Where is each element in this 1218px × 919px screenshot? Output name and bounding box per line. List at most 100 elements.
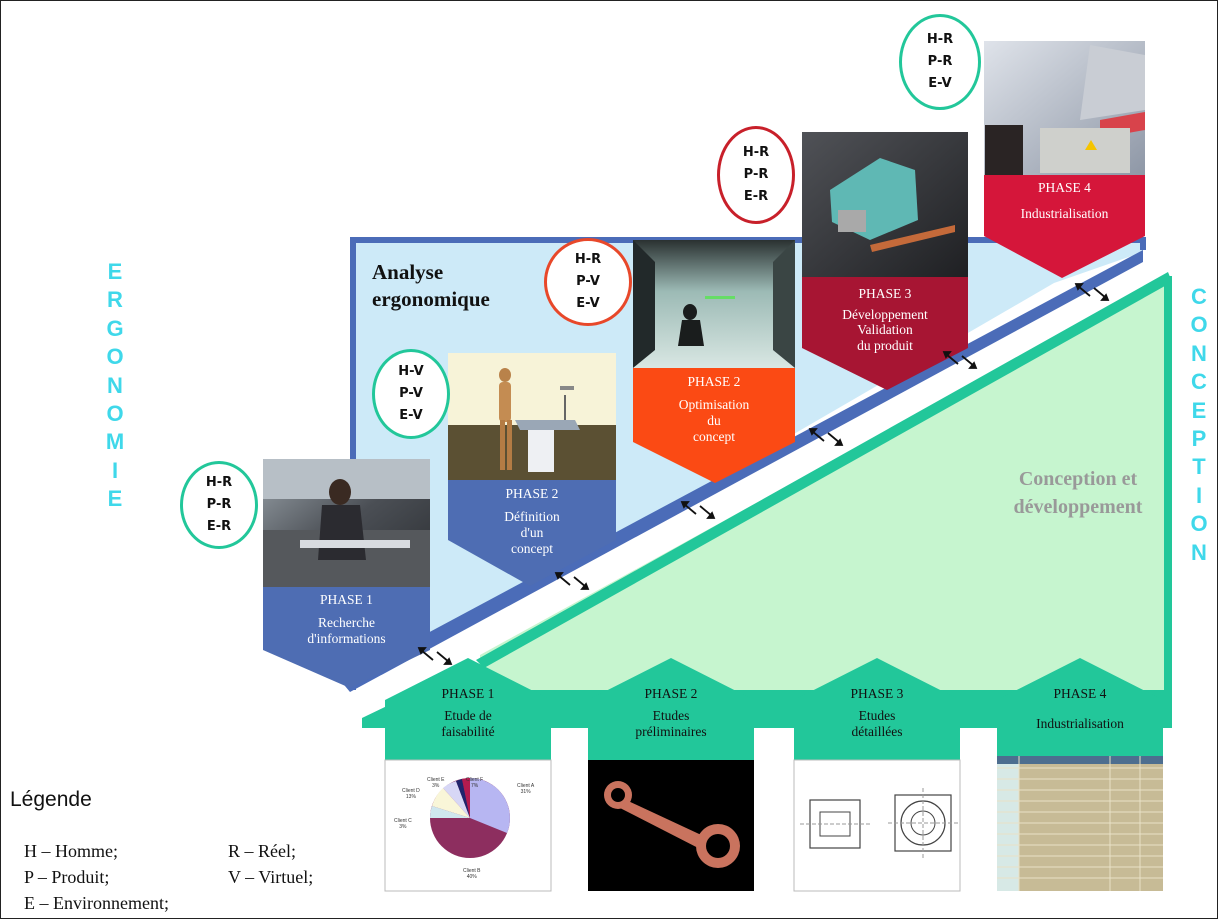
analyse-ergonomique-title: Analyse ergonomique (372, 259, 490, 313)
pie-slice-label: Client E 3% (427, 777, 445, 789)
code-line: P-V (399, 386, 423, 401)
upper-photos (263, 41, 1145, 587)
phase-label: PHASE 2 (644, 686, 698, 701)
legend-item-virtuel: V – Virtuel; (228, 867, 314, 887)
phase-desc: Développement (842, 306, 928, 322)
side-letter: E (107, 486, 123, 512)
pie-slice-label: Client B 40% (463, 868, 481, 880)
phase-desc: Etudes (652, 708, 690, 723)
phase-desc: préliminaires (635, 724, 707, 739)
pie-chart (384, 759, 552, 892)
side-letter: C (1191, 369, 1207, 395)
phase-desc: concept (511, 541, 553, 556)
lower-phase4-text: PHASE 4 Industrialisation (997, 686, 1163, 732)
phase-label: PHASE 1 (320, 592, 373, 607)
phase-label: PHASE 2 (687, 374, 741, 389)
code-line: E-R (206, 519, 232, 534)
phase-desc: Définition (504, 509, 560, 524)
phase-label: PHASE 3 (858, 286, 912, 301)
phase-desc: Etudes (858, 708, 896, 723)
phase-desc: Validation (857, 322, 913, 337)
phase-label: PHASE 1 (441, 686, 495, 701)
lower-phase3-shape (794, 658, 960, 760)
code-line: E-V (576, 296, 600, 311)
code-line: E-V (928, 76, 952, 91)
code-ellipse-4: H-R P-R E-R (717, 126, 795, 224)
upper-phase2a-shape (448, 480, 616, 586)
code-line: H-R (926, 32, 954, 47)
lower-phase4-shape (997, 658, 1163, 760)
phase-desc: du (707, 413, 721, 428)
phase-desc: Industrialisation (1036, 716, 1124, 731)
technical-drawing (793, 759, 961, 892)
side-letter: R (107, 287, 123, 313)
side-letter: O (106, 344, 124, 370)
upper-phase1-shape (263, 587, 430, 688)
phase-desc: concept (693, 429, 735, 444)
phase-desc: Optimisation (678, 397, 750, 412)
legend-item-environnement: E – Environnement; (24, 893, 169, 913)
spreadsheet-table (997, 756, 1163, 891)
pie-slice-label: Client D 13% (402, 788, 420, 800)
photo-workshop-worker (263, 459, 430, 587)
code-line: H-R (574, 252, 602, 267)
side-letter: G (106, 315, 124, 341)
code-ellipse-1: H-R P-R E-R (180, 461, 258, 549)
side-letter: N (1191, 539, 1207, 565)
code-line: H-R (205, 475, 233, 490)
pie-slice-label: Client F 7% (466, 777, 484, 789)
lower-phase2-text: PHASE 2 Etudes préliminaires (588, 686, 754, 740)
code-line: P-R (206, 497, 232, 512)
legend-item-produit: P – Produit; (24, 867, 110, 887)
side-letter: I (1195, 482, 1203, 508)
pie-slice-label: Client A 31% (517, 783, 535, 795)
code-ellipse-3: H-R P-V E-V (544, 238, 632, 326)
legend-title: Légende (10, 788, 92, 811)
phase-desc: du produit (857, 337, 913, 353)
upper-phase-shapes (263, 175, 1145, 688)
side-letter: E (1191, 397, 1207, 423)
side-letter: N (107, 372, 123, 398)
phase-desc: faisabilité (441, 724, 495, 739)
upper-phase3-shape (802, 277, 968, 390)
lower-phase1-shape (385, 658, 551, 760)
photo-virtual-mannequin (448, 353, 616, 480)
phase-desc: d'un (520, 525, 544, 540)
title-line-2: développement (1013, 496, 1143, 518)
code-ellipse-2: H-V P-V E-V (372, 349, 450, 439)
upper-phase2b-shape (633, 368, 795, 483)
phase-desc: Recherche (318, 615, 375, 630)
side-letter: I (111, 457, 119, 483)
title-line-1: Analyse (372, 260, 444, 284)
phase-label: PHASE 3 (850, 686, 904, 701)
code-line: H-R (742, 145, 770, 160)
legend-item-reel: R – Réel; (228, 841, 296, 861)
code-line: E-R (743, 189, 769, 204)
upper-phase4-text: PHASE 4 Industrialisation (984, 180, 1145, 222)
phase-desc: Industrialisation (1020, 206, 1109, 221)
side-letter: M (105, 429, 125, 455)
photo-vr-cave (633, 240, 795, 368)
conception-developpement-title: Conception et développement (958, 465, 1198, 521)
phase-label: PHASE 4 (1053, 686, 1107, 701)
legend-item-homme: H – Homme; (24, 841, 118, 861)
phase-desc: Etude de (444, 708, 492, 723)
code-ellipse-5: H-R P-R E-V (899, 14, 981, 110)
lower-phase3-text: PHASE 3 Etudes détaillées (794, 686, 960, 740)
side-letter: E (107, 259, 123, 284)
side-letter: N (1191, 340, 1207, 366)
upper-phase1-text: PHASE 1 Recherche d'informations (263, 592, 430, 647)
lower-phase2-shape (588, 658, 754, 760)
side-letter: O (1190, 312, 1208, 338)
lower-images (384, 756, 1163, 892)
photo-device-prototype (802, 132, 968, 277)
photo-industrial-machine (984, 41, 1145, 175)
phase-label: PHASE 4 (1038, 180, 1091, 195)
exchange-arrows (417, 283, 1110, 665)
code-line: P-R (927, 54, 953, 69)
side-letter: C (1191, 284, 1207, 309)
code-line: E-V (399, 408, 423, 423)
upper-phase2a-text: PHASE 2 Définition d'un concept (448, 486, 616, 557)
